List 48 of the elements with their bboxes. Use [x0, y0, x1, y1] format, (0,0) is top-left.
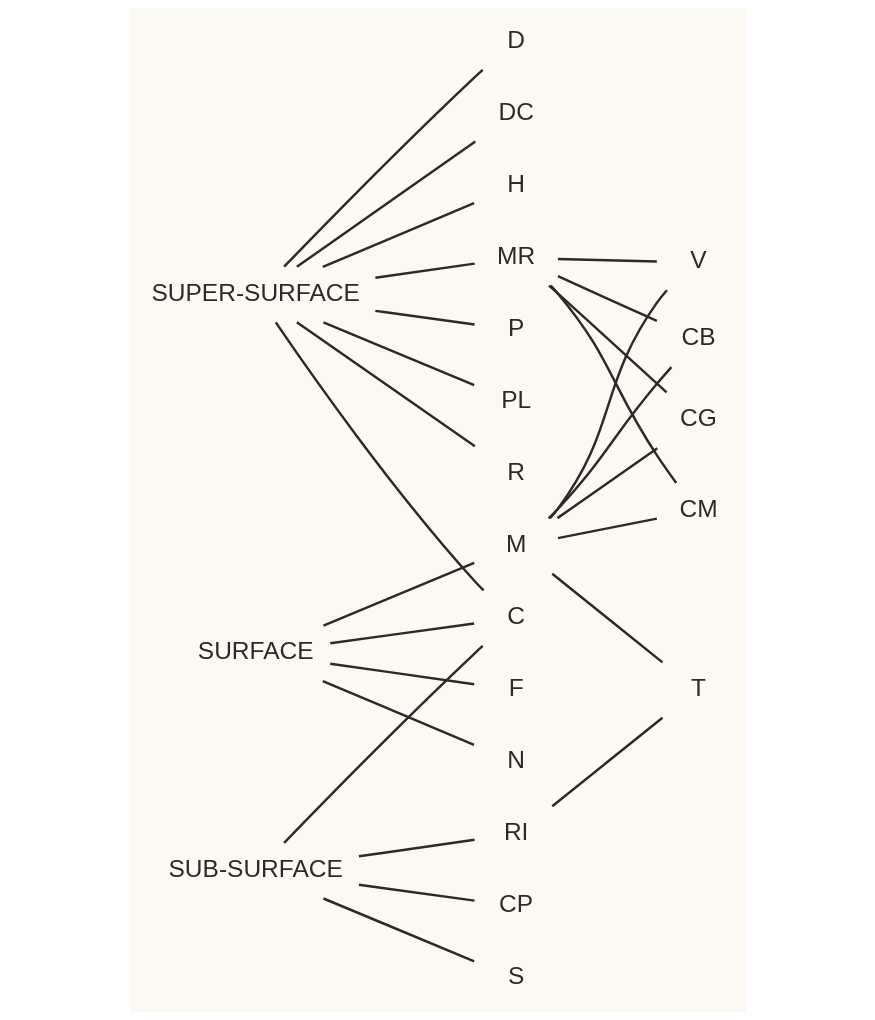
connector — [358, 883, 475, 902]
connector — [547, 366, 672, 520]
connector — [358, 838, 475, 858]
node-text: S — [507, 961, 524, 989]
connector — [321, 679, 474, 747]
connector — [547, 284, 667, 394]
node-text: MR — [496, 241, 535, 269]
node-text: CM — [678, 494, 718, 522]
connector — [282, 68, 484, 268]
node-text: V — [689, 246, 707, 274]
node-text: PL — [500, 385, 531, 413]
node-text: R — [506, 457, 525, 485]
connector — [374, 262, 475, 280]
node-text: SUPER-SURFACE — [151, 278, 360, 306]
node-text: DC — [497, 97, 534, 125]
connector — [295, 140, 476, 268]
node-text: H — [506, 169, 525, 197]
node-text: C — [506, 601, 525, 629]
node-text: D — [506, 25, 525, 53]
connector — [557, 517, 657, 540]
connector — [374, 309, 475, 326]
connector — [556, 275, 657, 323]
node-text: SUB-SURFACE — [168, 854, 343, 882]
connector — [329, 662, 474, 686]
connector — [551, 716, 663, 808]
node-text: CP — [498, 889, 533, 917]
connector — [556, 447, 658, 520]
connector — [548, 289, 668, 519]
node-text: SURFACE — [197, 637, 314, 665]
connector — [322, 321, 475, 387]
connector — [557, 257, 657, 263]
connector — [322, 561, 475, 627]
node-text: N — [506, 745, 525, 773]
connector — [295, 321, 476, 448]
connector — [549, 284, 677, 484]
connector — [282, 645, 484, 844]
node-text: M — [505, 529, 526, 557]
connector — [551, 572, 663, 664]
node-text: T — [690, 673, 706, 701]
connector — [329, 622, 474, 645]
node-text: F — [508, 673, 524, 701]
connector — [321, 201, 474, 269]
node-text: CB — [680, 322, 716, 350]
connector — [274, 321, 484, 592]
node-text: P — [507, 313, 524, 341]
node-text: CG — [679, 404, 717, 432]
connector — [322, 897, 475, 963]
node-text: RI — [503, 817, 528, 845]
